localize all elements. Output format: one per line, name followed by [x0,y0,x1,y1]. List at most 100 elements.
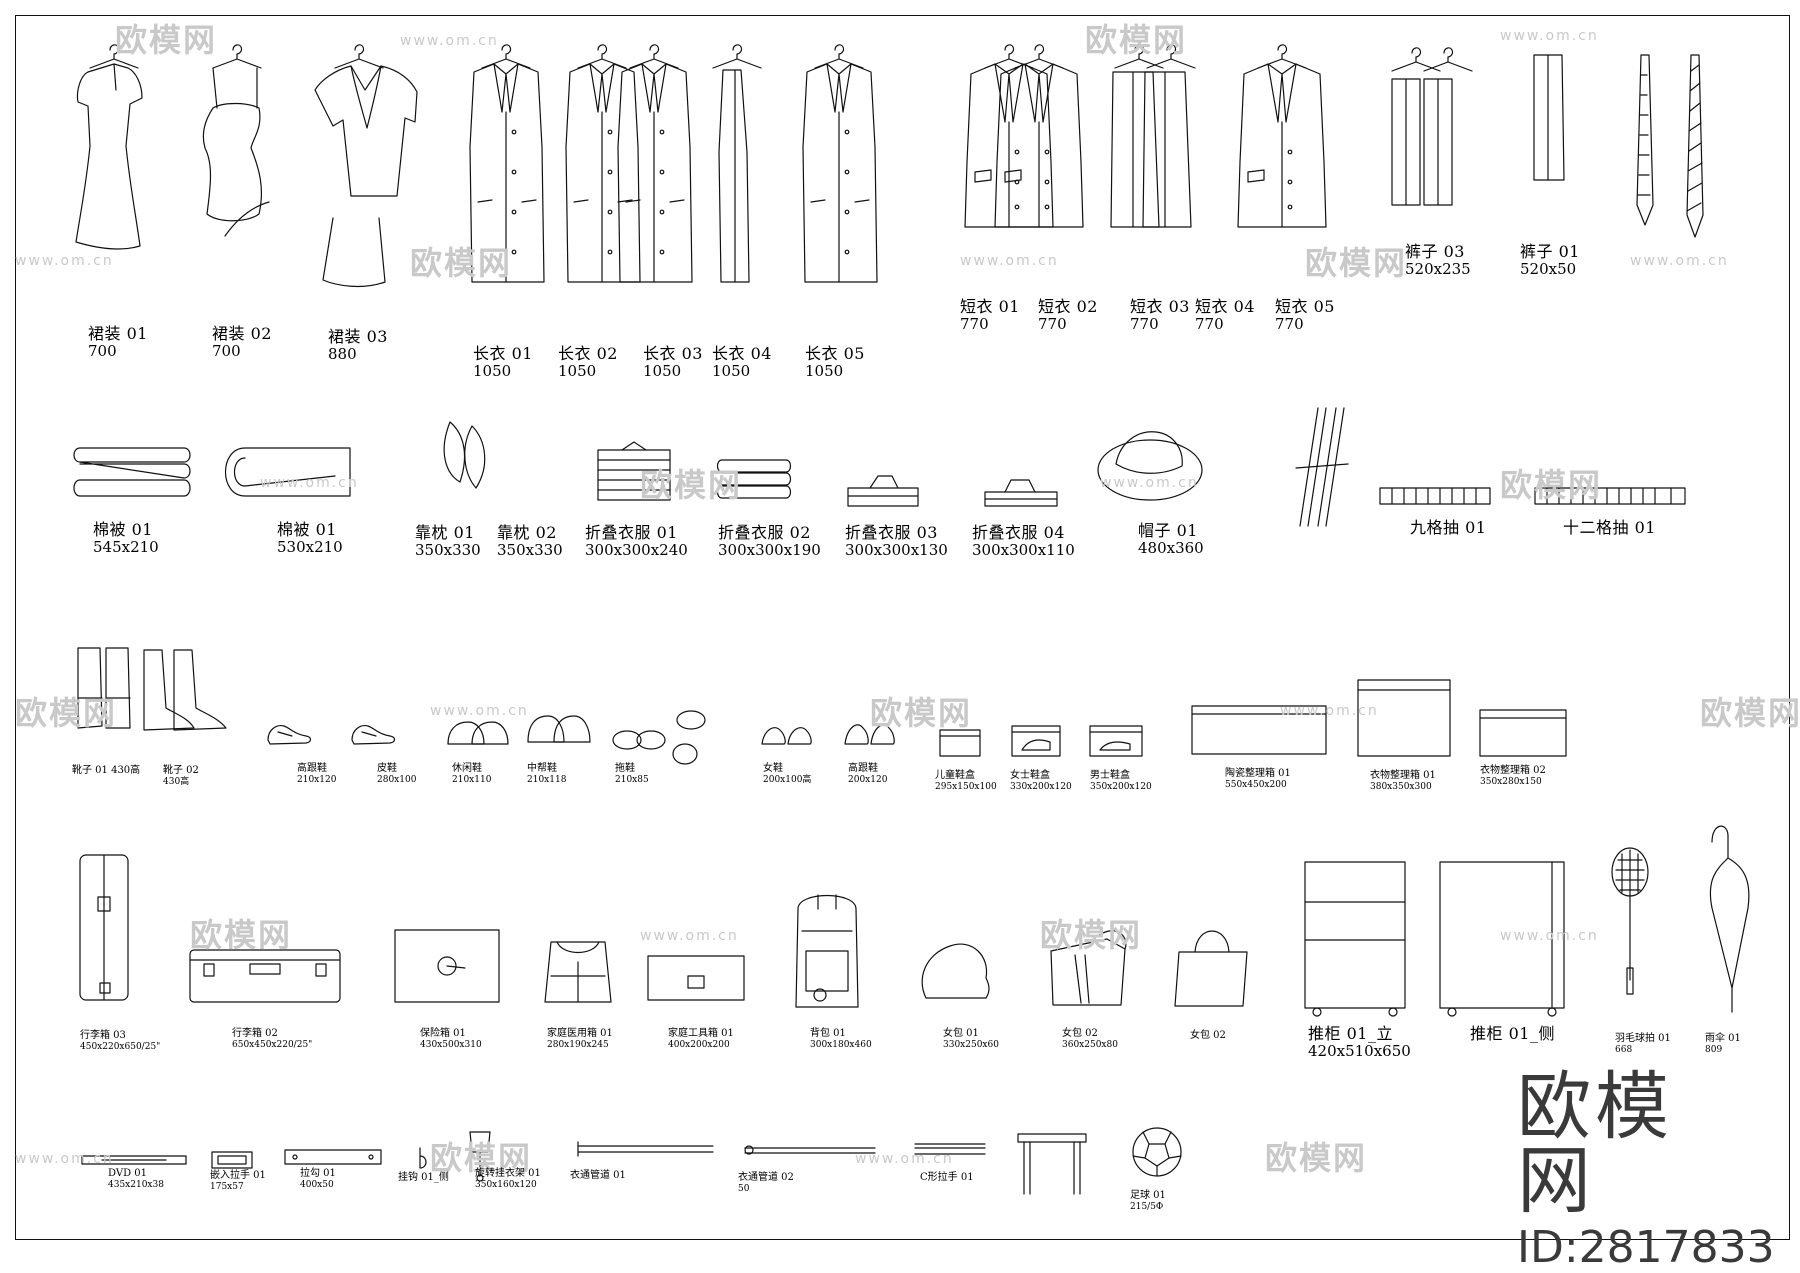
brand-logo: 欧模网 [1517,1064,1673,1224]
hanger-rail-figure [1296,408,1348,526]
dvd-01-figure [82,1156,186,1164]
safe-01-figure [395,930,499,1002]
wardrobe-rod-01-figure [578,1142,713,1156]
storage-box-01-figure [1192,706,1326,754]
stool-figure [1018,1134,1086,1194]
item-label: 女包 02 [1190,1030,1226,1041]
c-handle-figure [915,1144,985,1154]
dress-02-figure [203,44,269,236]
luggage-03-figure [80,855,128,1000]
casual-shoes-figure [448,722,508,744]
wall-hook-side-figure [420,1148,426,1168]
football-figure [1133,1128,1181,1176]
model-id: ID:2817833 [1517,1222,1775,1273]
wardrobe-rod-02-figure [745,1146,875,1154]
womens-shoes-figure [762,728,811,744]
short-jacket-01-figure [965,45,1053,227]
kids-shoe-box-figure [939,729,981,757]
item-label: C形拉手 01 [920,1172,974,1183]
high-heels-figure [267,725,312,745]
mid-top-shoes-figure [528,716,590,742]
storage-box-02-figure [1358,680,1450,756]
nine-grid-drawer-figure [1380,488,1490,504]
long-coat-05-figure [803,45,877,282]
twelve-grid-drawer-figure [1535,488,1685,504]
womens-shoe-box-figure [1012,726,1060,756]
brand-stamp: 欧模网 ID:2817833 [1517,1064,1775,1273]
item-label: 挂钩 01_侧 [398,1172,449,1183]
recessed-handle-figure [212,1152,252,1168]
short-jacket-05-figure [1238,45,1326,227]
badminton-racket-figure [1612,848,1648,994]
umbrella-figure [1710,826,1748,1012]
high-heels-02-figure [845,725,894,744]
folded-clothes-03-figure [848,476,918,506]
short-jacket-04-figure [1143,44,1196,227]
long-coat-03-figure [618,45,692,282]
storage-box-03-figure [1480,710,1566,756]
medical-box-01-figure [545,942,611,1002]
trousers-03-figure [1391,47,1473,205]
mens-shoe-box-figure [1090,726,1142,756]
tool-box-01-figure [648,956,744,1000]
long-coat-04-figure [712,44,762,282]
pedestal-cabinet-front-figure [1305,862,1405,1016]
tie-02-figure [1687,55,1703,237]
handbag-01-figure [922,944,989,998]
item-label: 靴子 01 430高 [72,765,141,776]
boots-01-figure [78,648,130,728]
long-coat-01-figure [470,45,544,282]
dress-03-figure [315,44,417,287]
handbag-02-figure [1051,931,1126,1005]
folded-clothes-04-figure [985,480,1057,506]
item-label: 衣通管道 01 [570,1170,626,1181]
pedestal-cabinet-side-figure [1440,862,1564,1016]
slippers-figure [613,711,705,764]
handbag-03-figure [1175,931,1247,1006]
item-label: 十二格抽 01 [1563,518,1656,537]
